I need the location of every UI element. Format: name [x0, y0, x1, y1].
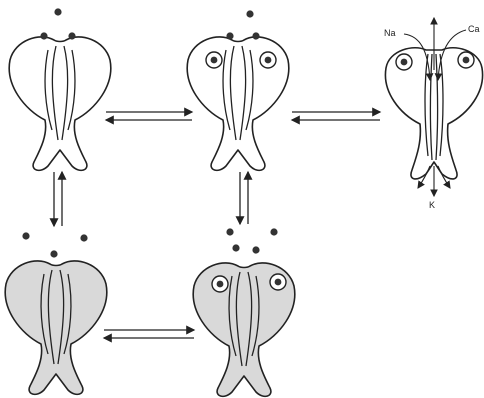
ion-dot: [40, 32, 47, 39]
channel-bottom-middle: [193, 263, 295, 396]
channel-bottom-left: [5, 261, 107, 394]
equilibrium-bottom: [104, 330, 194, 338]
bound-ion: [275, 279, 282, 286]
channel-body: [9, 37, 111, 170]
label-potassium: K: [429, 200, 435, 210]
ion-dot: [232, 244, 239, 251]
channel-top-middle: [187, 37, 289, 170]
label-sodium: Na: [384, 28, 396, 38]
ion-dot: [22, 232, 29, 239]
ion-dot: [270, 228, 277, 235]
equilibrium-top-1: [106, 112, 192, 120]
bound-ion: [401, 59, 408, 66]
bound-ion: [265, 57, 272, 64]
ion-dot: [226, 228, 233, 235]
channel-body: [5, 261, 107, 394]
ion-dot: [80, 234, 87, 241]
ion-dot: [252, 246, 259, 253]
equilibrium-top-2: [292, 112, 380, 120]
bound-ion: [217, 281, 224, 288]
ion-dot: [226, 32, 233, 39]
ion-dot: [246, 10, 253, 17]
ion-dot: [54, 8, 61, 15]
equilibrium-left-vertical: [54, 172, 62, 226]
bound-ion: [463, 57, 470, 64]
ion-dot: [50, 250, 57, 257]
bound-ion: [211, 57, 218, 64]
label-calcium: Ca: [468, 24, 480, 34]
ion-dot: [68, 32, 75, 39]
equilibrium-middle-vertical: [240, 172, 248, 224]
ion-dot: [252, 32, 259, 39]
channel-top-left: [9, 37, 111, 170]
